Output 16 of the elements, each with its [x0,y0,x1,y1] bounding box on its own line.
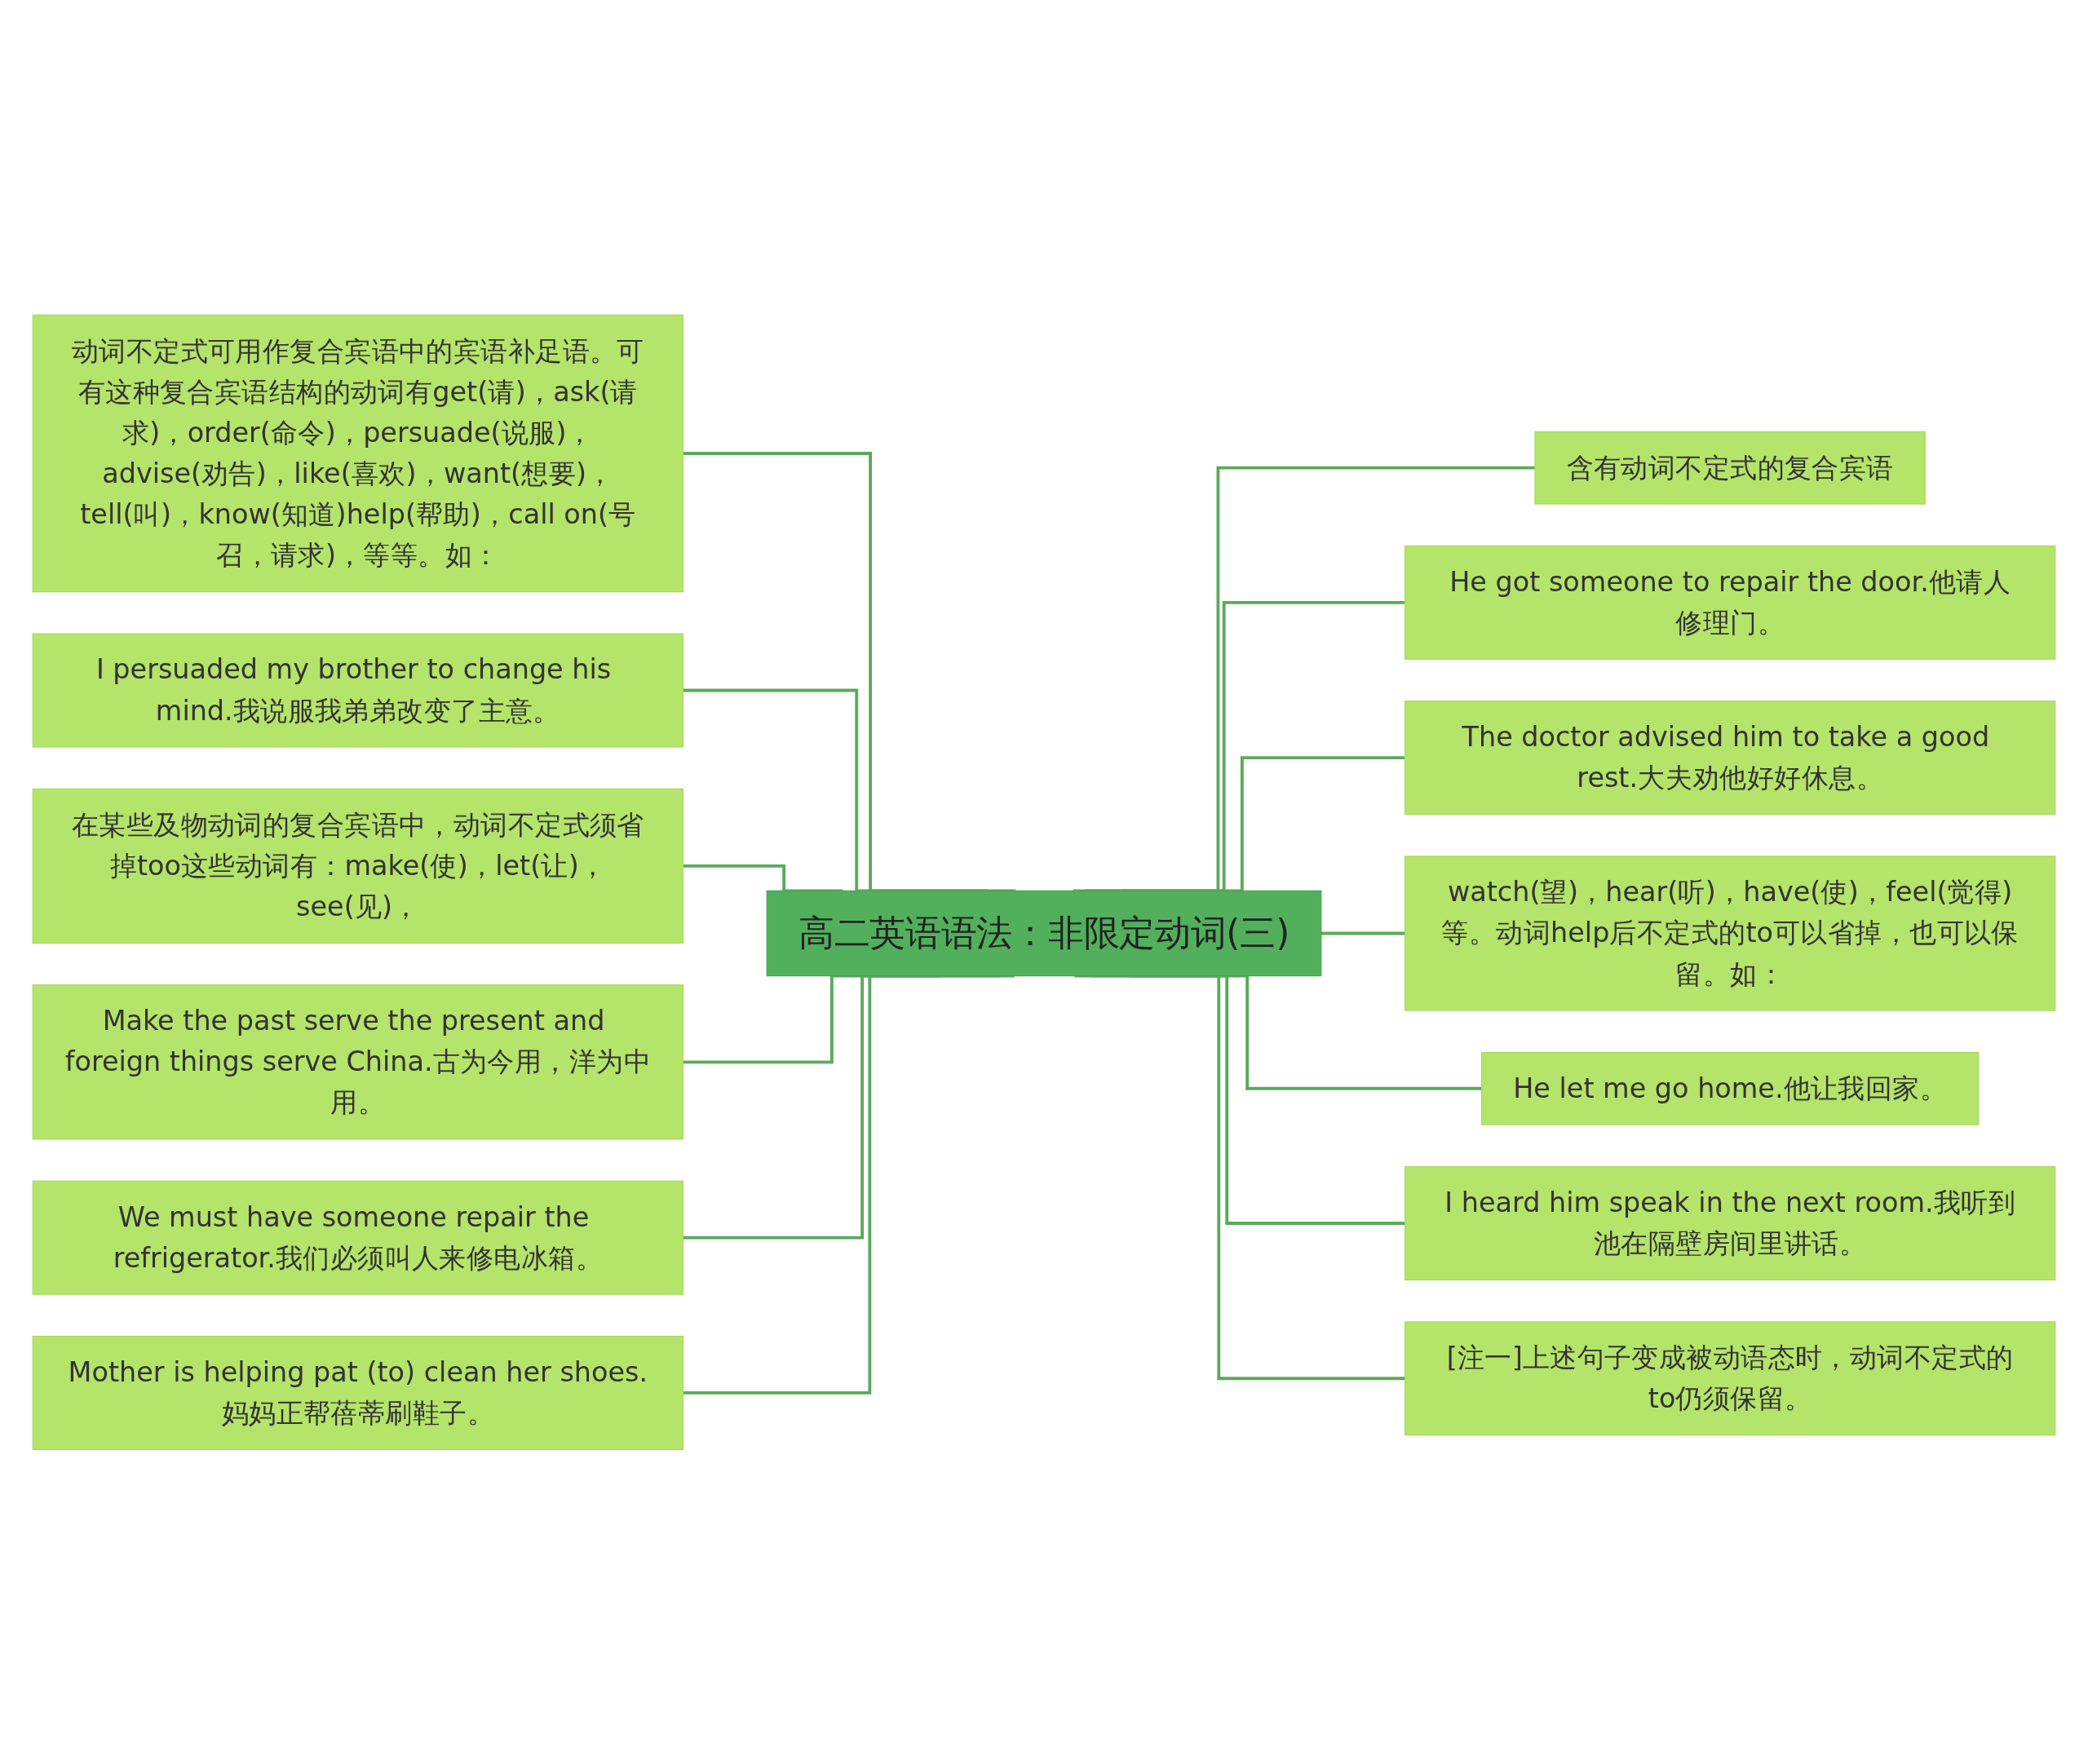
node-box [1404,700,2056,815]
node-box [32,984,684,1140]
node-box [1404,855,2056,1011]
node-box [766,890,1322,976]
node-box [32,1335,684,1450]
node-box [1404,545,2056,660]
node-box [1404,1320,2056,1435]
node-box [1534,431,1926,505]
node-box [1404,1165,2056,1280]
mind-map: 高二英语语法：非限定动词(三) 动词不定式可用作复合宾语中的宾语补足语。可有这种复合宾语结构的动词有get(请)，ask(请求)，order(命令)，persuade(说服)，advise(劝告)，like(喜欢)，want(想要)，tell(叫)，know(知道)help(帮助)，call on(号召，请求)，等等。如： I persuaded my brother to change his mind.我说服我弟弟改变了主意。 在某些及物动词的复合宾语中，动词不定式须省掉too这些动词有：make(使)，let(让)，see(见)， Make the past serve the present and foreign things serve China.古为今用，洋为中用。 We must have someone repair the refrigerator.我们必须叫人来修电冰箱。 Mother is helping pat (to) clean her shoes.妈妈正帮蓓蒂刷鞋子。 含有动词不定式的复合宾语 He got someone to repair the door.他请人修理门。 The doctor advised him to take a good rest.大夫劝他好好休息。 watch(望)，hear(听)，have(使)，feel(觉得)等。动词help后不定式的to可以省掉，也可以保留。如： He let me go home.他让我回家。 I heard him speak in the next room.我听到池在隔壁房间里讲话。 [注一]上述句子变成被动语态时，动词不定式的to仍须保留。 [24,306,2064,1458]
node-box [32,633,684,748]
node-box [32,1180,684,1295]
node-box [32,314,684,592]
node-box [32,788,684,944]
node-box [1481,1051,1980,1125]
connector [1320,931,1405,935]
